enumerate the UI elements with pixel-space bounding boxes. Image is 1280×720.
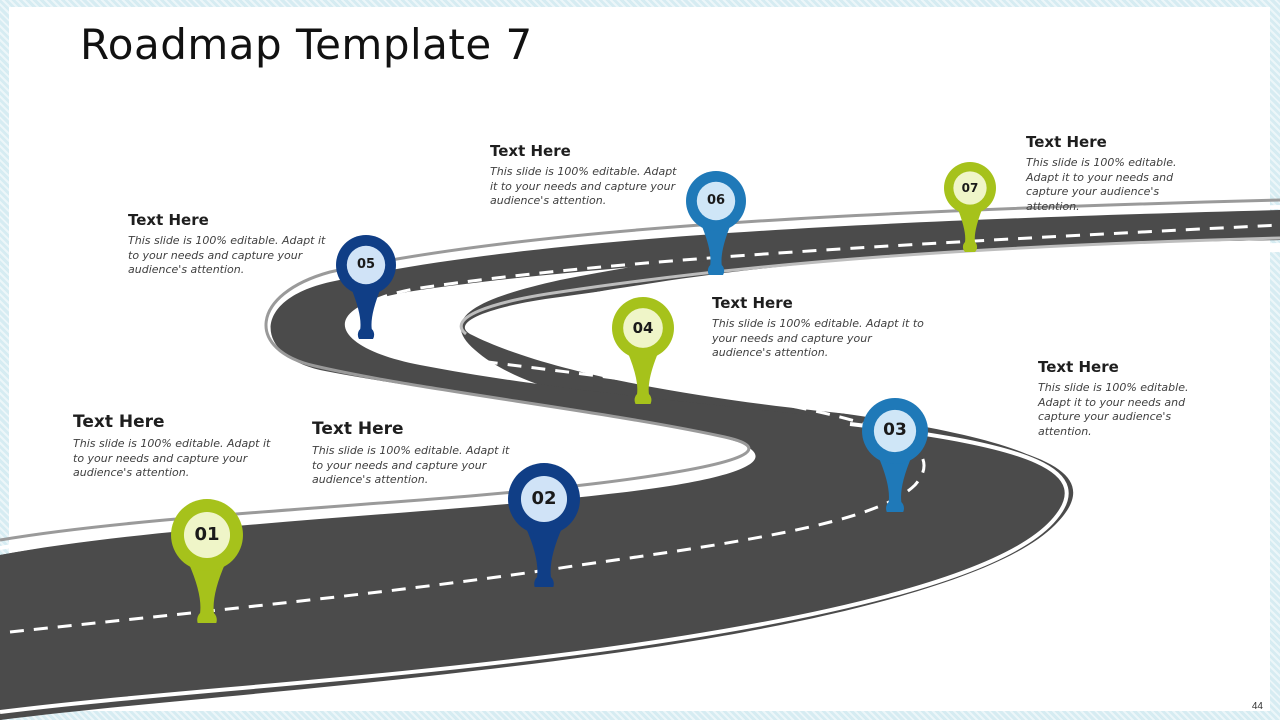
milestone-pin-07: 07 [944, 162, 996, 255]
page-number: 44 [1251, 701, 1263, 712]
map-pin-icon [862, 398, 928, 518]
milestone-pin-03: 03 [862, 398, 928, 518]
milestone-pin-02: 02 [508, 463, 580, 594]
map-pin-icon [171, 499, 243, 630]
pin-center [623, 308, 663, 348]
map-pin-icon [612, 297, 674, 409]
pin-center [346, 245, 386, 285]
pin-center [696, 181, 736, 221]
road-edge-grey [0, 198, 1280, 542]
milestone-number: 02 [531, 487, 557, 509]
milestone-heading: Text Here [128, 211, 209, 229]
road-edge-top [0, 205, 1280, 550]
pin-stem [525, 527, 563, 594]
milestone-number: 04 [632, 318, 654, 337]
map-pin-icon [508, 463, 580, 594]
pin-center [873, 409, 917, 453]
milestone-heading: Text Here [712, 294, 793, 312]
milestone-number: 03 [883, 420, 907, 441]
road-center-dashes [9, 223, 1280, 634]
milestone-number: 06 [706, 192, 726, 208]
road-upper-curve [0, 210, 1280, 720]
milestone-heading: Text Here [490, 142, 571, 160]
pin-stem [188, 563, 226, 630]
milestone-description: This slide is 100% editable. Adapt it to… [312, 444, 510, 486]
milestone-description: This slide is 100% editable. Adapt it to… [1026, 156, 1177, 213]
pin-center [953, 171, 987, 205]
milestone-heading: Text Here [73, 412, 165, 432]
map-pin-icon [336, 235, 396, 343]
milestone-pin-01: 01 [171, 499, 243, 630]
milestone-pin-04: 04 [612, 297, 674, 409]
milestone-heading: Text Here [1038, 358, 1119, 376]
milestone-description: This slide is 100% editable. Adapt it to… [712, 317, 924, 359]
milestone-description: This slide is 100% editable. Adapt it to… [490, 165, 677, 207]
road-edge-bottom [0, 422, 1069, 714]
milestone-pin-06: 06 [686, 171, 746, 279]
pin-center [183, 511, 231, 559]
milestone-heading: Text Here [312, 419, 404, 439]
pin-stem [627, 351, 659, 409]
road-inner-gap [464, 243, 1280, 415]
milestone-pin-05: 05 [336, 235, 396, 343]
pin-stem [956, 206, 984, 255]
milestone-number: 05 [356, 256, 376, 272]
map-pin-icon [686, 171, 746, 279]
pin-center [520, 475, 568, 523]
milestone-heading: Text Here [1026, 133, 1107, 151]
milestone-description: This slide is 100% editable. Adapt it to… [73, 437, 271, 479]
milestone-number: 01 [194, 523, 220, 545]
milestone-description: This slide is 100% editable. Adapt it to… [128, 234, 326, 276]
slide-title: Roadmap Template 7 [80, 20, 533, 69]
map-pin-icon [944, 162, 996, 255]
milestone-number: 07 [961, 180, 979, 195]
pin-stem [700, 223, 732, 279]
pin-stem [878, 456, 912, 518]
pin-stem [350, 287, 382, 343]
milestone-description: This slide is 100% editable. Adapt it to… [1038, 381, 1189, 438]
